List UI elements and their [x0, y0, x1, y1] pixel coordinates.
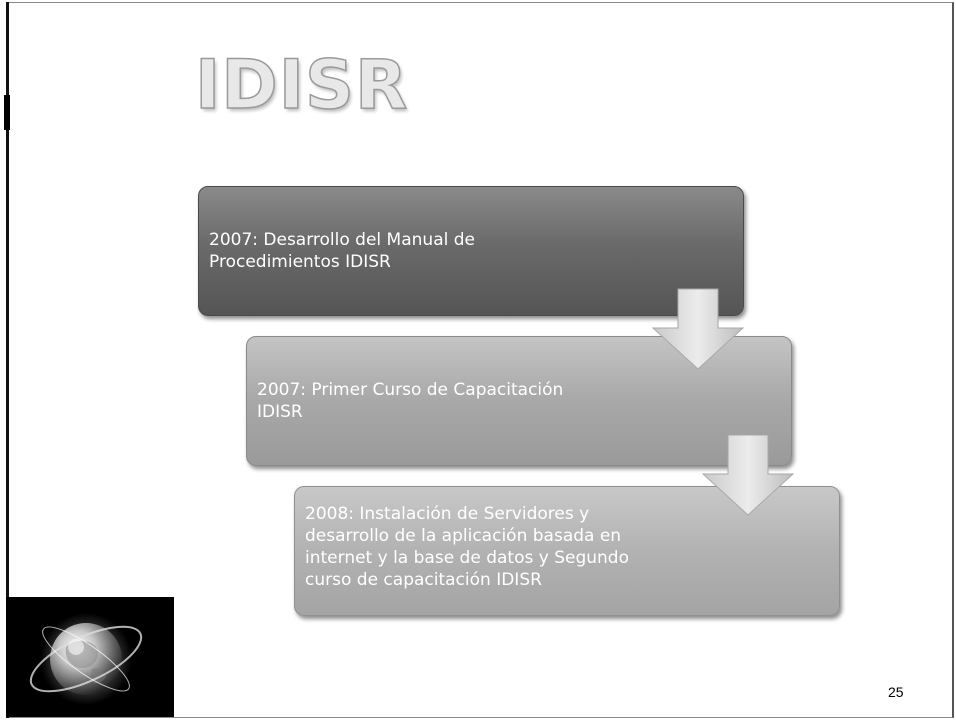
down-arrow-icon	[702, 434, 794, 516]
step-3-line-3: internet y la base de datos y Segundo	[305, 548, 629, 568]
process-step-1: 2007: Desarrollo del Manual de Procedimi…	[198, 186, 744, 316]
step-1-line-1: 2007: Desarrollo del Manual de	[209, 230, 475, 250]
process-step-2: 2007: Primer Curso de Capacitación IDISR	[246, 336, 792, 466]
step-3-line-1: 2008: Instalación de Servidores y	[305, 504, 590, 524]
globe-logo	[6, 597, 174, 717]
step-3-line-2: desarrollo de la aplicación basada en	[305, 526, 622, 546]
step-2-line-1: 2007: Primer Curso de Capacitación	[257, 380, 564, 400]
page-number: 25	[888, 684, 904, 700]
slide-title: IDISR	[194, 45, 409, 126]
globe-icon	[29, 613, 143, 705]
step-1-line-2: Procedimientos IDISR	[209, 252, 391, 272]
step-3-line-4: curso de capacitación IDISR	[305, 570, 542, 590]
step-2-line-2: IDISR	[257, 402, 303, 422]
down-arrow-icon	[652, 288, 744, 370]
left-border-accent	[4, 95, 10, 130]
left-border	[6, 2, 9, 718]
